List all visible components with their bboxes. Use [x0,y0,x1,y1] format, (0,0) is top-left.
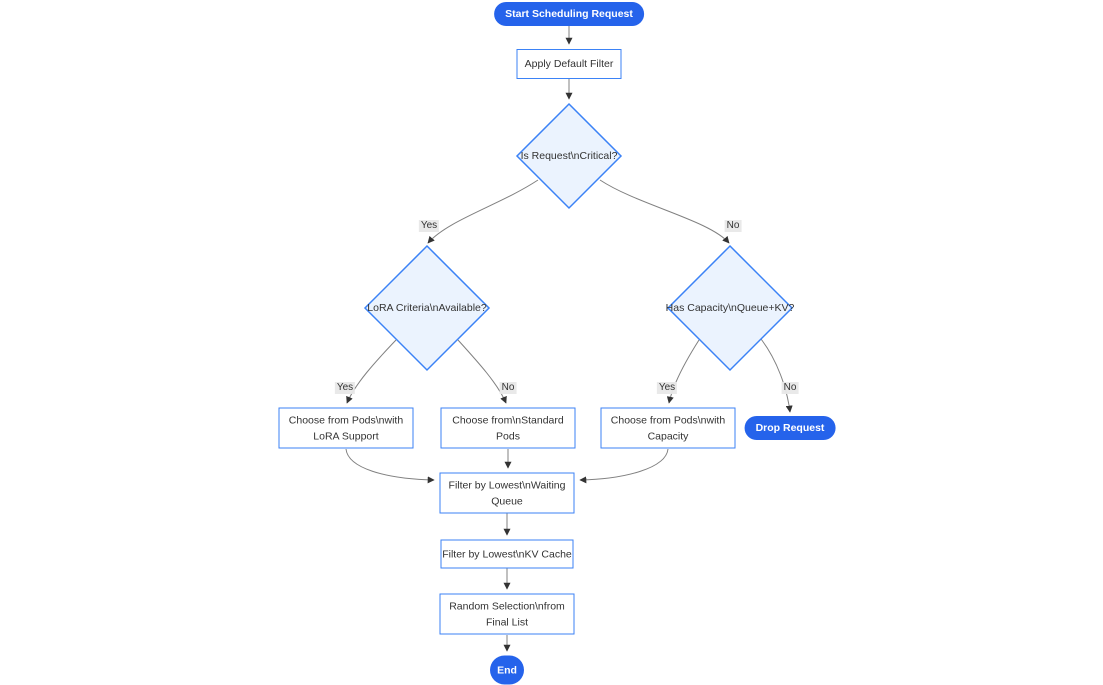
decision-is-request-critical [515,102,623,210]
decision-label-lora-criteria-available: LoRA Criteria\nAvailable? [367,302,487,314]
edge-lora-no-to-choose-standard [457,339,507,404]
node-choose-pods-capacity: Choose from Pods\nwith Capacity [600,407,736,449]
edge-lora-yes-to-choose-lora [346,339,397,404]
node-filter-lowest-kv-cache: Filter by Lowest\nKV Cache [440,539,574,569]
node-text-line: Capacity [647,430,689,442]
edge-choose-lora-to-filter-waiting [345,448,435,484]
decision-has-capacity-queue-kv [666,244,794,372]
node-random-selection-final-list: Random Selection\nfrom Final List [439,593,575,635]
edge-critical-yes-to-lora [427,179,539,244]
node-text-line: Choose from Pods\nwith [610,414,726,426]
node-text-line: Queue [491,495,523,507]
edge-label-lora-yes: Yes [334,382,356,394]
node-apply-default-filter: Apply Default Filter [516,49,622,79]
edge-label-critical-no: No [724,220,742,232]
decision-label-is-request-critical: Is Request\nCritical? [520,150,618,162]
edge-capacity-yes-to-choose-capacity [666,339,700,404]
node-text-line: Filter by Lowest\nWaiting [448,479,566,491]
node-choose-standard-pods: Choose from\nStandard Pods [440,407,576,449]
edge-choose-capacity-to-filter-waiting [579,448,669,484]
decision-lora-criteria-available [363,244,491,372]
decision-label-has-capacity-queue-kv: Has Capacity\nQueue+KV? [665,302,795,314]
edge-label-lora-no: No [499,382,517,394]
edge-label-capacity-yes: Yes [656,382,678,394]
node-drop-request: Drop Request [744,416,836,440]
node-text-line: Random Selection\nfrom [449,600,565,612]
node-text-line: Pods [496,430,520,442]
node-choose-pods-lora-support: Choose from Pods\nwith LoRA Support [278,407,414,449]
edge-capacity-no-to-drop [760,338,793,413]
edge-critical-no-to-capacity [599,179,730,244]
node-end: End [490,655,524,685]
node-text-line: LoRA Support [313,430,379,442]
node-start-scheduling-request: Start Scheduling Request [494,2,644,26]
node-text-line: Choose from\nStandard [452,414,564,426]
node-filter-lowest-waiting-queue: Filter by Lowest\nWaiting Queue [439,472,575,514]
node-text-line: Choose from Pods\nwith [288,414,404,426]
edge-label-capacity-no: No [781,382,799,394]
edge-label-critical-yes: Yes [418,220,440,232]
node-text-line: Final List [485,616,528,628]
